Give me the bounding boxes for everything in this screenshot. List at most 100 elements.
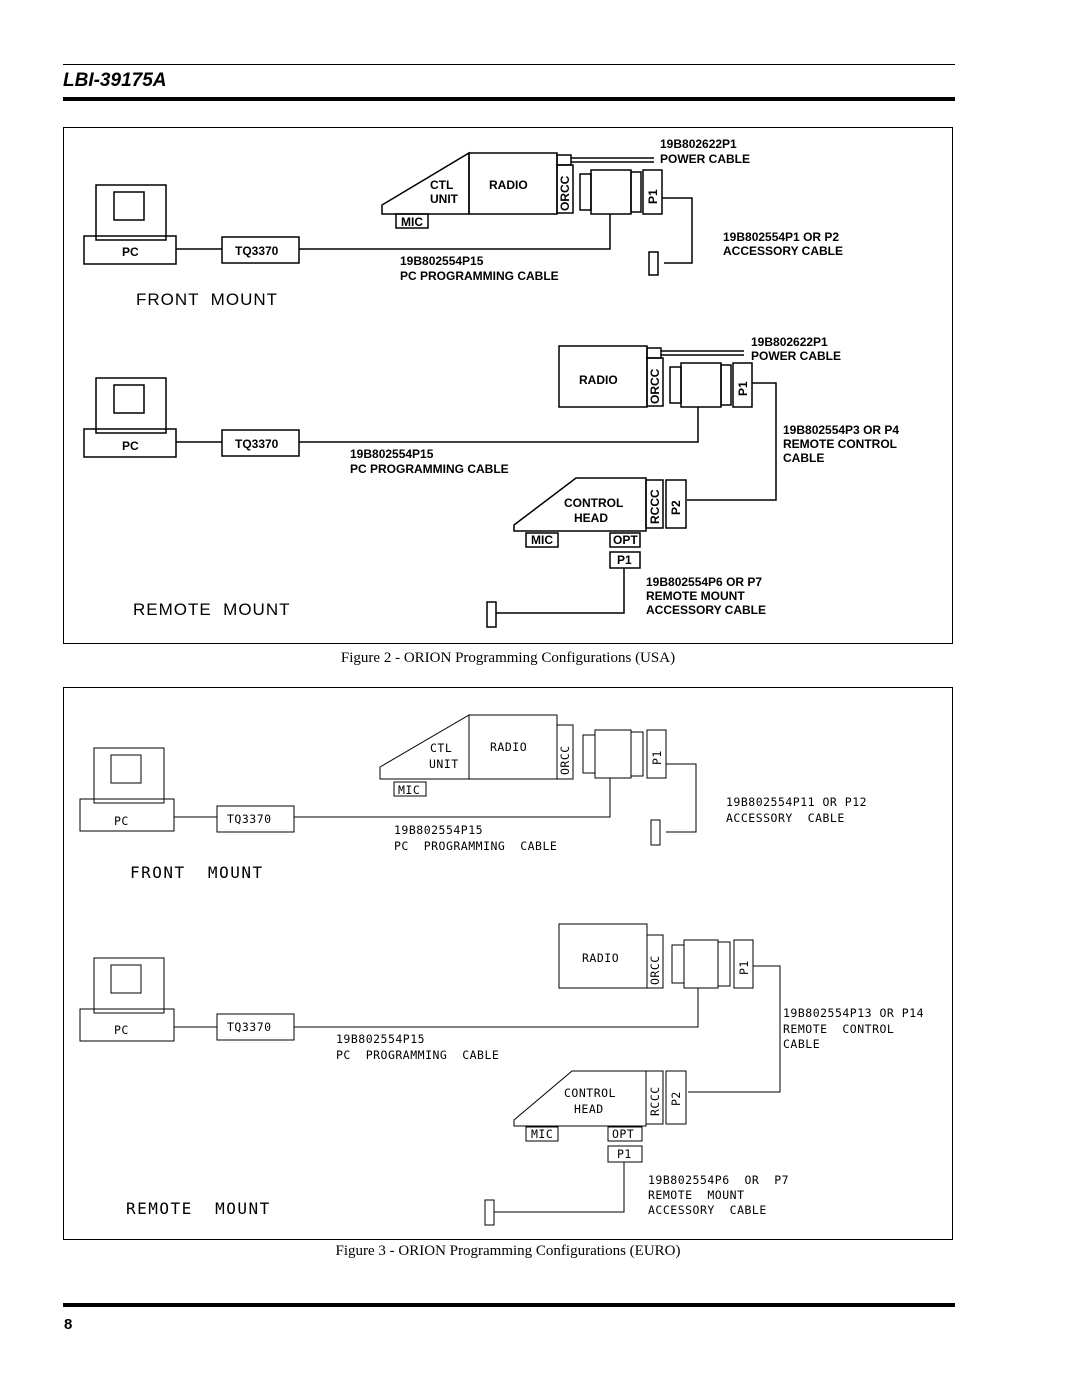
figure-3-diagram: PC TQ3370 CTL UNIT RADIO ORCC P1 MIC 19B… [79, 714, 924, 1226]
front-mount-label: FRONT MOUNT [130, 863, 264, 882]
mic-box [525, 1126, 559, 1142]
connector-body [683, 939, 719, 989]
pc-monitor [93, 747, 165, 804]
orcc-connector [556, 724, 574, 780]
connector-body [680, 362, 722, 408]
connector-body [594, 729, 632, 779]
tq3370-label: TQ3370 [227, 1020, 272, 1034]
unit-label: UNIT [429, 757, 459, 771]
connector-ring-2 [630, 731, 644, 777]
radio-label: RADIO [579, 373, 618, 387]
opt-box [607, 1126, 643, 1142]
remote-mount-label: REMOTE MOUNT [126, 1199, 271, 1218]
figure-2-diagram: PC TQ3370 CTL UNIT RADIO ORCC P1 MIC 19B… [83, 137, 899, 628]
connector-ring-1 [579, 173, 592, 211]
header-rule-thin [63, 64, 955, 65]
radio-label: RADIO [489, 178, 528, 192]
remote-acc-plug [484, 1199, 495, 1226]
remote-control-cable-pn: 19B802554P3 OR P4 [783, 423, 899, 437]
p2-box [665, 479, 687, 529]
pc-screen [113, 191, 145, 221]
p1-label: P1 [736, 381, 750, 396]
prog-cable-name: PC PROGRAMMING CABLE [350, 462, 509, 476]
accessory-cable-pn: 19B802554P11 OR P12 [726, 795, 867, 809]
remote-acc-name: REMOTE MOUNT [648, 1188, 745, 1202]
pc-monitor [95, 377, 167, 434]
orcc-label: ORCC [558, 175, 572, 211]
pc-label: PC [114, 1023, 129, 1037]
remote-acc-pn: 19B802554P6 OR P7 [646, 575, 762, 589]
p1b-box [609, 551, 641, 569]
mic-label: MIC [398, 783, 420, 797]
connector-ring-1 [582, 734, 596, 774]
radio-stub [556, 154, 572, 166]
tq3370-label: TQ3370 [235, 244, 279, 258]
mic-box [525, 532, 559, 548]
power-cable-pn: 19B802622P1 [660, 137, 737, 151]
accessory-cable-pn: 19B802554P1 OR P2 [723, 230, 839, 244]
prog-cable-name: PC PROGRAMMING CABLE [336, 1048, 499, 1062]
radio-label: RADIO [490, 740, 527, 754]
power-cable-name: POWER CABLE [751, 349, 841, 363]
figure-3-caption: Figure 3 - ORION Programming Configurati… [335, 1243, 681, 1259]
remote-control-cable-name-2: CABLE [783, 1037, 820, 1051]
rccc-connector [645, 479, 664, 529]
remote-control-cable-name: REMOTE CONTROL [783, 1022, 894, 1036]
connector-ring-2 [630, 171, 642, 213]
document-id: LBI-39175A [63, 70, 167, 91]
p1-label: P1 [646, 189, 660, 204]
prog-cable-name: PC PROGRAMMING CABLE [400, 269, 559, 283]
mic-box [395, 213, 429, 229]
p1-label-box [733, 939, 754, 989]
prog-cable-pn: 19B802554P15 [336, 1032, 425, 1046]
pc-monitor [95, 184, 167, 241]
prog-cable-pn: 19B802554P15 [350, 447, 434, 461]
orcc-label: ORCC [558, 745, 572, 775]
control-label: CONTROL [564, 496, 623, 510]
p1b-label: P1 [617, 553, 632, 567]
accessory-plug [648, 251, 659, 276]
p2-label: P2 [669, 500, 683, 515]
figure-2-caption: Figure 2 - ORION Programming Configurati… [340, 650, 676, 666]
pc-base [79, 1008, 175, 1042]
figure-3-box: PC TQ3370 CTL UNIT RADIO ORCC P1 MIC 19B… [63, 687, 953, 1240]
pc-monitor [93, 957, 165, 1014]
opt-label: OPT [613, 533, 638, 547]
mic-label: MIC [401, 215, 423, 229]
pc-base [79, 798, 175, 832]
unit-label: UNIT [430, 192, 459, 206]
connector-body [590, 169, 632, 215]
pc-screen [113, 384, 145, 414]
mic-box [393, 781, 427, 797]
tq3370-label: TQ3370 [235, 437, 279, 451]
tq3370-box [221, 236, 300, 264]
p1b-box [607, 1145, 643, 1163]
header-rule-thick [63, 97, 955, 101]
remote-acc-name-2: ACCESSORY CABLE [648, 1203, 767, 1217]
control-label: CONTROL [564, 1086, 616, 1100]
tq3370-box [221, 429, 300, 457]
connector-ring-1 [671, 944, 685, 984]
rccc-label: RCCC [648, 489, 662, 524]
prog-cable-pn: 19B802554P15 [394, 823, 483, 837]
p1-label-box [732, 362, 753, 408]
tq3370-label: TQ3370 [227, 812, 272, 826]
accessory-cable-name: ACCESSORY CABLE [726, 811, 845, 825]
remote-acc-name-2: ACCESSORY CABLE [646, 603, 766, 617]
head-label: HEAD [574, 511, 608, 525]
opt-box [609, 532, 641, 548]
head-label: HEAD [574, 1102, 604, 1116]
pc-base [83, 235, 177, 265]
power-cable-pn: 19B802622P1 [751, 335, 828, 349]
pc-label: PC [114, 814, 129, 828]
accessory-plug [650, 819, 661, 846]
p1-label-box [642, 169, 663, 215]
remote-control-cable-name: REMOTE CONTROL [783, 437, 897, 451]
accessory-cable-name: ACCESSORY CABLE [723, 244, 843, 258]
p2-box [665, 1070, 687, 1125]
orcc-label: ORCC [648, 955, 662, 985]
power-cable-name: POWER CABLE [660, 152, 750, 166]
figure-2-box: PC TQ3370 CTL UNIT RADIO ORCC P1 MIC 19B… [63, 127, 953, 644]
orcc-connector [646, 934, 664, 989]
orcc-label: ORCC [648, 368, 662, 404]
